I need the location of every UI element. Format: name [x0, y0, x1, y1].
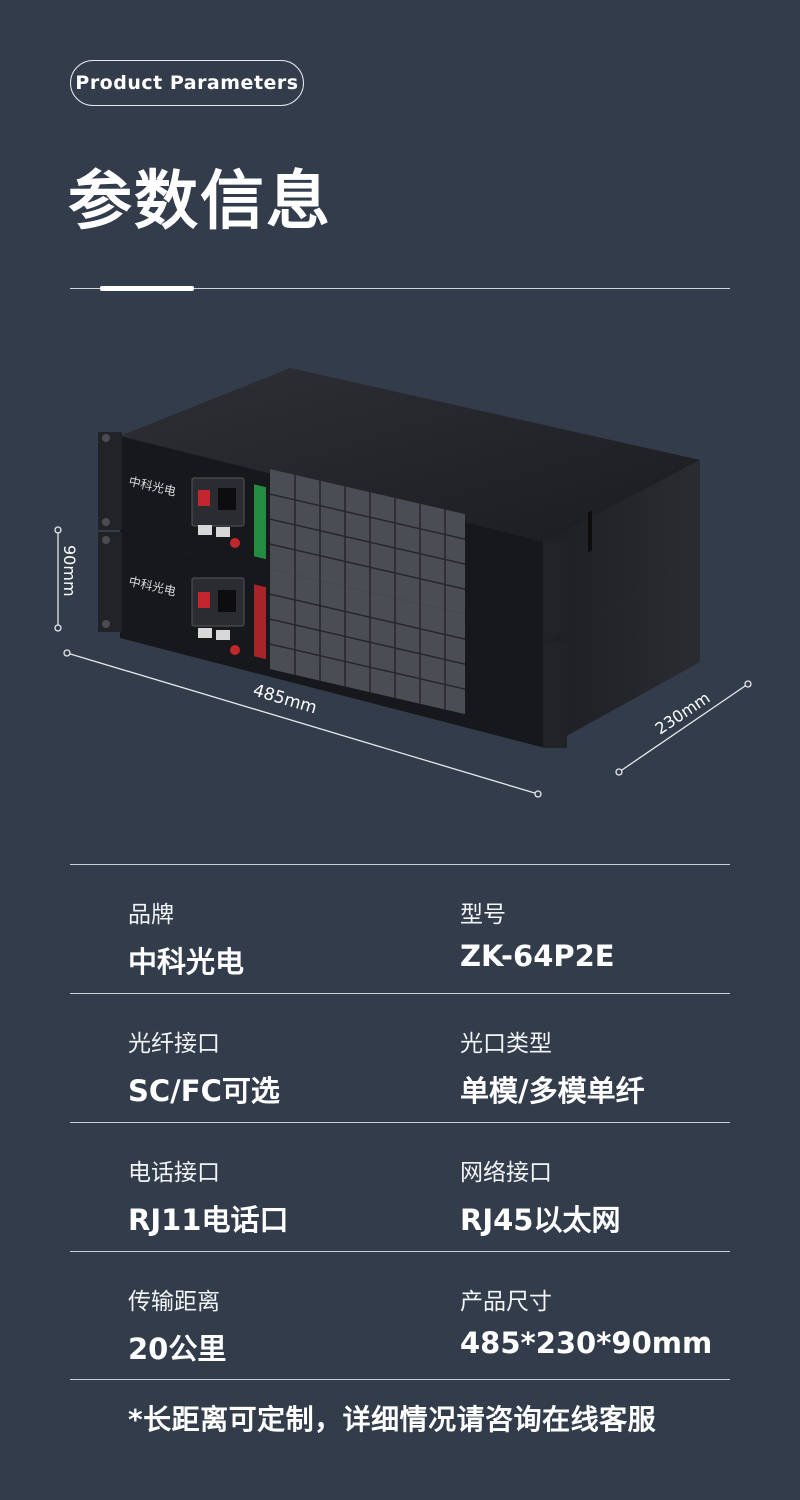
param-value: 20公里: [128, 1332, 227, 1366]
table-row: 电话接口 RJ11电话口 网络接口 RJ45以太网: [70, 1122, 730, 1251]
table-row: 光纤接口 SC/FC可选 光口类型 单模/多模单纤: [70, 993, 730, 1122]
footer-note: *长距离可定制，详细情况请咨询在线客服: [128, 1403, 657, 1436]
param-value: SC/FC可选: [128, 1074, 280, 1108]
param-label: 型号: [460, 902, 506, 928]
title-divider: [70, 288, 730, 289]
title-divider-accent: [100, 286, 194, 291]
param-label: 网络接口: [460, 1160, 552, 1186]
param-value: RJ45以太网: [460, 1203, 621, 1237]
product-parameters-badge: Product Parameters: [70, 60, 304, 106]
page-title: 参数信息: [68, 165, 332, 239]
param-label: 品牌: [128, 902, 174, 928]
parameter-table: 品牌 中科光电 型号 ZK-64P2E 光纤接口 SC/FC可选 光口类型 单模…: [70, 864, 730, 1380]
param-value: 中科光电: [128, 945, 245, 979]
table-row: 品牌 中科光电 型号 ZK-64P2E: [70, 864, 730, 993]
param-label: 电话接口: [128, 1160, 220, 1186]
lower-unit: 中科光电: [98, 532, 700, 748]
param-label: 传输距离: [128, 1289, 220, 1315]
param-value: ZK-64P2E: [460, 939, 615, 973]
param-label: 光口类型: [460, 1031, 552, 1057]
param-label: 光纤接口: [128, 1031, 220, 1057]
upper-port-grid: [254, 469, 465, 615]
upper-unit: 中科光电: [98, 368, 700, 644]
param-label: 产品尺寸: [460, 1289, 552, 1315]
product-image: 中科光电 中科光电: [54, 368, 752, 798]
lower-port-grid: [254, 569, 465, 715]
badge-label: Product Parameters: [75, 72, 299, 94]
table-row: 传输距离 20公里 产品尺寸 485*230*90mm: [70, 1251, 730, 1380]
height-dimension-label: 90mm: [60, 545, 79, 597]
param-value: RJ11电话口: [128, 1203, 289, 1237]
param-value: 485*230*90mm: [460, 1326, 713, 1360]
param-value: 单模/多模单纤: [460, 1074, 645, 1108]
dimension-lines: [54, 526, 752, 798]
